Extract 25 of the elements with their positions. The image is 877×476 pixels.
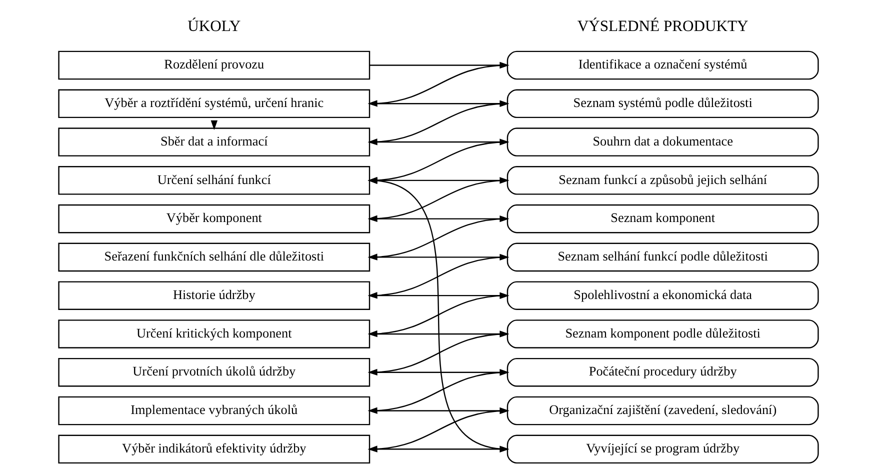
node-box: Implementace vybraných úkolů [58, 396, 370, 426]
node-box: Organizační zajištění (zavedení, sledování) [506, 396, 819, 426]
node-box: Výběr komponent [58, 204, 370, 234]
arrow [368, 333, 508, 376]
node-box: Určení prvotních úkolů údržby [58, 358, 370, 387]
node-box: Vyvíjející se program údržby [506, 434, 819, 464]
node-box: Historie údržby [58, 281, 370, 310]
node-box: Seznam komponent podle důležitosti [506, 320, 819, 348]
node-box: Souhrn dat a dokumentace [506, 128, 819, 156]
node-box: Počáteční procedury údržby [506, 358, 819, 387]
node-box: Určení selhání funkcí [58, 166, 370, 195]
node-box: Určení kritických komponent [58, 320, 370, 348]
node-box: Seznam komponent [506, 204, 819, 234]
node-box: Identifikace a označení systémů [506, 50, 819, 80]
node-box: Sběr dat a informací [58, 128, 370, 156]
label: ÚKOLY [188, 18, 241, 35]
node-box: Seznam selhání funkcí podle důležitosti [506, 242, 819, 272]
node-box: Rozdělení provozu [58, 50, 370, 80]
node-box: Výběr indikátorů efektivity údržby [58, 434, 370, 464]
label: VÝSLEDNÉ PRODUKTY [577, 18, 748, 35]
node-box: Seřazení funkčních selhání dle důležitosti [58, 242, 370, 272]
node-box: Seznam systémů podle důležitosti [506, 89, 819, 118]
arrow [210, 120, 218, 130]
node-box: Spolehlivostní a ekonomická data [506, 281, 819, 310]
node-box: Seznam funkcí a způsobů jejich selhání [506, 166, 819, 195]
